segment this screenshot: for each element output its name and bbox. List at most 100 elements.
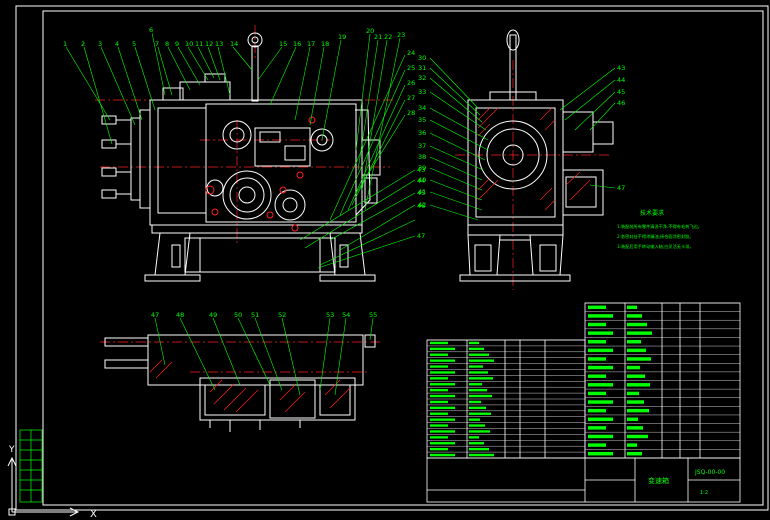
parts-list-cell-text bbox=[588, 391, 606, 396]
drawing-name: 变速箱 bbox=[648, 476, 669, 485]
parts-list-cell-text bbox=[430, 447, 448, 451]
balloon: 46 bbox=[417, 202, 425, 210]
parts-list-cell-text bbox=[627, 434, 648, 439]
balloon: 10 bbox=[185, 40, 193, 48]
parts-list-cell-text bbox=[430, 377, 448, 380]
parts-list-cell-text bbox=[469, 347, 484, 351]
balloon: 27 bbox=[407, 94, 415, 102]
parts-list-cell-text bbox=[627, 357, 651, 361]
parts-list-cell-text bbox=[469, 383, 482, 386]
balloon: 39 bbox=[418, 164, 426, 172]
parts-list-cell-text bbox=[588, 331, 613, 335]
balloon: 54 bbox=[342, 311, 350, 319]
parts-list-cell-text bbox=[588, 451, 613, 456]
parts-list-cell-text bbox=[588, 426, 606, 430]
drawing-number: JSQ-00-00 bbox=[694, 469, 725, 476]
balloon: 44 bbox=[617, 76, 625, 84]
balloon: 17 bbox=[307, 40, 315, 48]
balloon: 5 bbox=[132, 40, 136, 48]
balloon: 34 bbox=[418, 104, 426, 112]
parts-list-cell-text bbox=[430, 394, 455, 398]
parts-list-cell-text bbox=[469, 341, 479, 345]
front-view: 1 2 3 4 5 6 7 8 9 10 11 12 13 14 15 16 1… bbox=[63, 25, 425, 282]
balloon: 32 bbox=[418, 74, 426, 82]
drawing-scale: 1:2 bbox=[700, 490, 708, 496]
parts-list-cell-text bbox=[588, 374, 606, 378]
parts-list-cell-text bbox=[469, 377, 493, 380]
parts-list-cell-text bbox=[430, 424, 448, 427]
parts-list-cell-text bbox=[627, 374, 645, 378]
balloon: 15 bbox=[279, 40, 287, 48]
parts-list-cell-text bbox=[430, 388, 448, 392]
balloon: 41 bbox=[418, 188, 426, 196]
margin-stamp bbox=[19, 429, 43, 503]
parts-list-cell-text bbox=[469, 430, 490, 433]
parts-list-cell-text bbox=[588, 348, 613, 353]
parts-list-cell-text bbox=[627, 451, 642, 456]
balloon: 25 bbox=[407, 64, 415, 72]
balloon: 24 bbox=[407, 49, 415, 57]
balloon: 47 bbox=[417, 232, 425, 240]
parts-list-cell-text bbox=[588, 322, 606, 327]
parts-list-cell-text bbox=[627, 408, 649, 413]
title-block-text: 变速箱 JSQ-00-00 1:2 bbox=[648, 469, 725, 496]
balloon: 40 bbox=[418, 176, 426, 184]
parts-list-cell-text bbox=[469, 359, 494, 362]
parts-list-cell-text bbox=[627, 383, 650, 387]
balloon: 21 bbox=[374, 33, 382, 41]
parts-list-cell-text bbox=[627, 417, 638, 421]
ucs-y-label: Y bbox=[8, 445, 15, 455]
parts-list-cell-text bbox=[430, 406, 455, 410]
balloon: 48 bbox=[176, 311, 184, 319]
parts-list-cell-text bbox=[469, 406, 486, 410]
parts-list-cell-text bbox=[627, 305, 637, 310]
balloon: 13 bbox=[215, 40, 223, 48]
balloon: 23 bbox=[397, 31, 405, 39]
parts-list-cell-text bbox=[627, 340, 641, 344]
parts-list-cell-text bbox=[430, 353, 448, 356]
parts-list-cell-text bbox=[469, 453, 494, 457]
parts-list-cell-text bbox=[627, 314, 642, 318]
balloon: 44 bbox=[417, 177, 425, 185]
balloon: 52 bbox=[278, 311, 286, 319]
parts-list-cell-text bbox=[469, 436, 479, 439]
balloon: 55 bbox=[369, 311, 377, 319]
tech-note-line: 2.各密封处不得渗漏油,接合面涂密封胶。 bbox=[617, 233, 694, 240]
parts-list-cell-text bbox=[469, 394, 492, 398]
balloon: 7 bbox=[155, 40, 159, 48]
balloon: 49 bbox=[209, 311, 217, 319]
parts-list-cell-text bbox=[469, 442, 484, 445]
parts-list-cell-text bbox=[469, 400, 481, 404]
balloon: 1 bbox=[63, 40, 67, 48]
balloon: 2 bbox=[81, 40, 85, 48]
balloon: 42 bbox=[418, 201, 426, 209]
balloon: 30 bbox=[418, 54, 426, 62]
side-view: 30 31 32 33 34 35 36 37 38 39 40 41 42 4… bbox=[418, 29, 625, 290]
balloon: 8 bbox=[165, 40, 169, 48]
balloon: 26 bbox=[407, 79, 415, 87]
balloon: 37 bbox=[418, 142, 426, 150]
parts-list-cell-text bbox=[469, 353, 489, 356]
parts-list-right-fill bbox=[588, 305, 652, 456]
section-view-balloons: 47 48 49 50 51 52 53 54 55 bbox=[151, 311, 377, 319]
tech-note-line: 1.装配前所有零件清洗干净,不得有毛刺飞边。 bbox=[617, 223, 702, 230]
parts-list-cell-text bbox=[430, 359, 455, 362]
parts-list-cell-text bbox=[430, 412, 448, 415]
balloon: 45 bbox=[617, 88, 625, 96]
parts-list-cell-text bbox=[627, 443, 637, 447]
parts-list-cell-text bbox=[430, 341, 448, 345]
parts-list-cell-text bbox=[588, 340, 606, 344]
parts-list-cell-text bbox=[627, 331, 652, 335]
balloon: 45 bbox=[417, 189, 425, 197]
parts-list-cell-text bbox=[588, 417, 613, 421]
balloon: 3 bbox=[98, 40, 102, 48]
balloon: 43 bbox=[417, 166, 425, 174]
parts-list-cell-text bbox=[469, 412, 491, 415]
parts-list-left-fill bbox=[430, 341, 494, 457]
balloon: 47 bbox=[617, 184, 625, 192]
parts-list-cell-text bbox=[430, 453, 455, 457]
parts-list-cell-text bbox=[430, 442, 455, 445]
parts-list-cell-text bbox=[469, 371, 488, 374]
tech-note-line: 3.装配后用手转动输入轴,应灵活无卡滞。 bbox=[617, 243, 694, 250]
